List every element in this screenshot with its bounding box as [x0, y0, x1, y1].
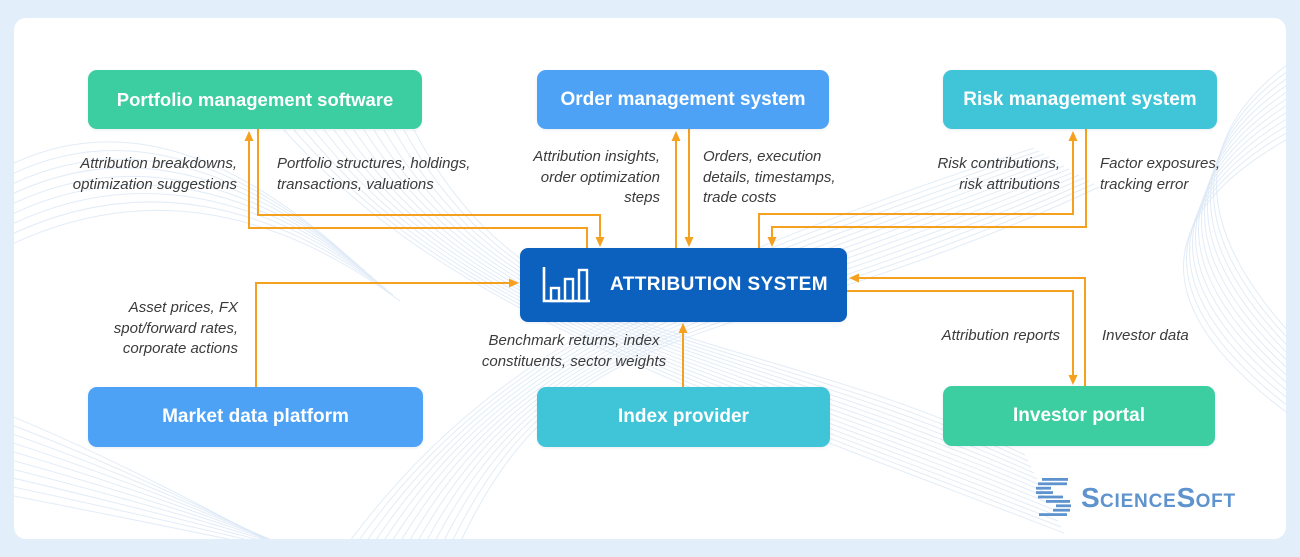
node-attribution-system: ATTRIBUTION SYSTEM: [520, 248, 847, 322]
wave-line: [14, 495, 231, 539]
label-attribution-to-portfolio: Attribution breakdowns, optimization sug…: [72, 155, 237, 193]
label-index-to-attribution: Benchmark returns, index constituents, s…: [481, 332, 667, 370]
logo-letter: S: [1081, 482, 1100, 513]
wave-line: [376, 156, 1050, 539]
sciencesoft-s-stripes-icon: [1036, 478, 1071, 516]
node-market-data-platform: Market data platform: [88, 387, 423, 447]
label-order-to-attribution: Orders, execution details, timestamps, t…: [703, 148, 836, 207]
node-order-management-system: Order management system: [537, 70, 829, 129]
wave-line: [14, 433, 270, 539]
logo-letter: S: [1176, 482, 1196, 513]
node-label: Market data platform: [162, 406, 349, 427]
wave-line: [14, 192, 387, 290]
node-label: Risk management system: [963, 88, 1197, 110]
wave-line: [14, 451, 271, 539]
wave-line: [14, 184, 380, 284]
wave-line: [1210, 78, 1286, 345]
node-label: Index provider: [618, 406, 749, 427]
label-attribution-to-risk: Risk contributions, risk attributions: [937, 155, 1060, 193]
node-portfolio-management-software: Portfolio management software: [88, 70, 422, 129]
logo-letters: CIENCE: [1099, 491, 1177, 512]
label-risk-to-attribution: Factor exposures, tracking error: [1100, 155, 1221, 193]
label-investor-to-attribution: Investor data: [1102, 327, 1189, 344]
wave-line: [14, 469, 265, 539]
logo-letters: OFT: [1195, 491, 1236, 512]
bar-chart-icon: [542, 267, 591, 303]
node-label: Investor portal: [1013, 405, 1145, 426]
label-market-to-attribution: Asset prices, FX spot/forward rates, cor…: [113, 299, 238, 358]
node-label: Portfolio management software: [116, 88, 394, 110]
node-risk-management-system: Risk management system: [943, 70, 1217, 129]
node-investor-portal: Investor portal: [943, 386, 1215, 446]
wave-line: [1207, 85, 1286, 353]
label-attribution-to-order: Attribution insights, order optimization…: [533, 148, 660, 207]
node-label: ATTRIBUTION SYSTEM: [610, 274, 828, 295]
label-attribution-to-investor: Attribution reports: [941, 327, 1060, 344]
wave-line: [1213, 71, 1286, 338]
node-index-provider: Index provider: [537, 387, 830, 447]
label-portfolio-to-attribution: Portfolio structures, holdings, transact…: [277, 155, 471, 193]
wave-line: [14, 460, 269, 539]
wave-line: [14, 486, 247, 539]
wave-line: [14, 209, 401, 302]
wave-line: [14, 442, 271, 539]
wave-line: [14, 477, 258, 539]
node-label: Order management system: [560, 88, 806, 110]
wave-line: [1216, 65, 1286, 330]
wave-line: [384, 159, 1055, 539]
wave-line: [14, 201, 394, 296]
wave-line: [1195, 112, 1286, 383]
